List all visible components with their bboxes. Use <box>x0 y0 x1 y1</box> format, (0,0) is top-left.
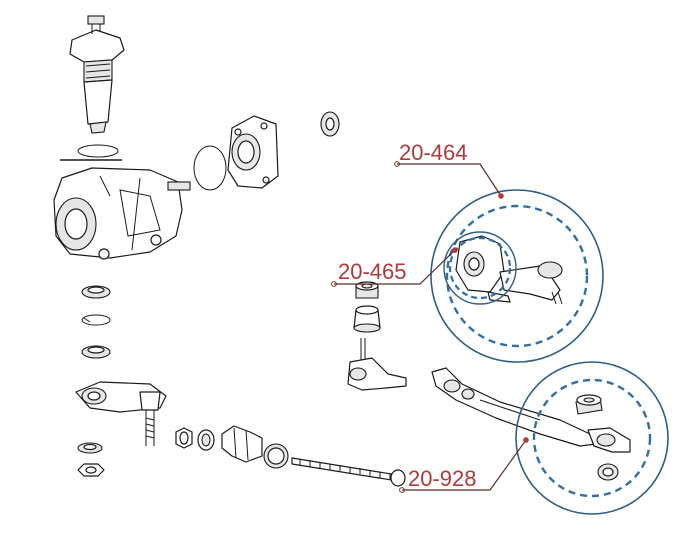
clamp-ring <box>197 429 215 451</box>
gear-housing <box>53 167 191 260</box>
idler-bushing <box>575 394 603 415</box>
pitman-arm-nut-washer <box>77 442 105 477</box>
callout-label-20-928: 20-928 <box>408 466 477 491</box>
tie-rod-shaft <box>291 457 406 487</box>
pitman-arm <box>75 381 167 446</box>
flat-washer-hole <box>325 117 335 131</box>
idler-arm-lower <box>587 427 631 453</box>
housing-o-ring <box>193 145 227 191</box>
callout-20-928[interactable]: 20-928 <box>399 437 529 493</box>
center-link <box>431 367 597 447</box>
highlight-20-928 <box>515 361 669 515</box>
tie-rod-end <box>347 338 407 391</box>
idler-arm-assembly <box>455 235 563 305</box>
dust-boot <box>221 425 263 463</box>
bushing-lower <box>353 305 381 333</box>
input-shaft <box>69 15 125 134</box>
valve-housing-group <box>193 111 340 191</box>
callout-label-20-464: 20-464 <box>399 140 468 165</box>
valve-housing <box>227 115 279 189</box>
idler-washer <box>597 463 619 481</box>
callout-20-464[interactable]: 20-464 <box>394 140 504 199</box>
boot-band <box>263 443 289 469</box>
callout-label-20-465: 20-465 <box>338 259 407 284</box>
steering-gearbox-group <box>53 15 191 477</box>
inner-tie-rod-parts <box>175 425 406 487</box>
lock-nut <box>175 427 193 449</box>
o-ring <box>77 144 119 158</box>
sector-shaft-seals <box>81 285 111 359</box>
callout-20-465[interactable]: 20-465 <box>331 247 458 287</box>
highlight-20-464 <box>430 189 604 363</box>
highlight-20-465 <box>443 231 517 305</box>
